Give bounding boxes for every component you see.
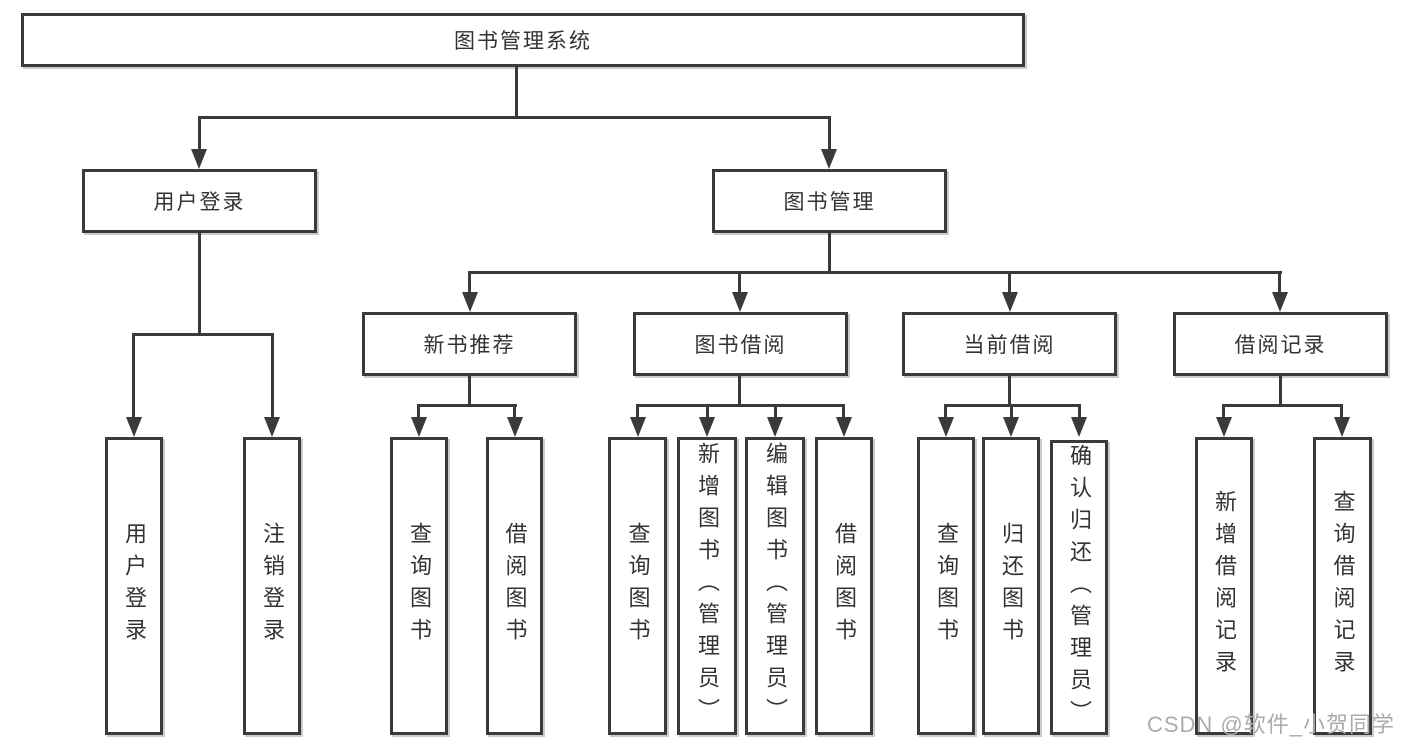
connector-vline: [738, 271, 741, 295]
leaf-confirm-return-admin: 确认归还（管理员）: [1050, 440, 1108, 735]
leaf-query-books-borrowing: 查询图书: [608, 437, 667, 735]
leaf-query-books-recommend: 查询图书: [390, 437, 448, 735]
connector-hline: [133, 333, 274, 336]
node-book-management: 图书管理: [712, 169, 947, 233]
down-arrowhead-icon: [767, 417, 783, 437]
node-new-book-recommend: 新书推荐: [362, 312, 577, 376]
connector-vline: [198, 116, 201, 152]
leaf-query-books-current: 查询图书: [917, 437, 975, 735]
down-arrowhead-icon: [836, 417, 852, 437]
node-label: 新增图书（管理员）: [695, 442, 720, 730]
node-label: 新增借阅记录: [1212, 490, 1237, 682]
connector-hline: [198, 116, 831, 119]
down-arrowhead-icon: [1002, 292, 1018, 312]
down-arrowhead-icon: [1003, 417, 1019, 437]
connector-vline: [515, 67, 518, 118]
connector-vline: [271, 333, 274, 421]
connector-vline: [1222, 404, 1225, 421]
down-arrowhead-icon: [126, 417, 142, 437]
node-label: 查询图书: [407, 522, 432, 650]
node-label: 查询图书: [934, 522, 959, 650]
node-label: 用户登录: [153, 191, 246, 214]
leaf-query-borrow-record: 查询借阅记录: [1313, 437, 1372, 735]
csdn-watermark: CSDN @软件_小贺同学: [1146, 712, 1395, 737]
leaf-borrow-books-recommend: 借阅图书: [486, 437, 543, 735]
connector-vline: [1008, 376, 1011, 406]
down-arrowhead-icon: [1216, 417, 1232, 437]
down-arrowhead-icon: [630, 417, 646, 437]
node-label: 新书推荐: [423, 334, 516, 357]
node-label: 图书管理: [783, 191, 876, 214]
node-label: 归还图书: [999, 522, 1024, 650]
leaf-borrow-books: 借阅图书: [815, 437, 873, 735]
connector-vline: [1340, 404, 1343, 421]
connector-vline: [828, 233, 831, 273]
connector-vline: [706, 404, 709, 421]
down-arrowhead-icon: [411, 417, 427, 437]
connector-hline: [1222, 404, 1343, 407]
down-arrowhead-icon: [1334, 417, 1350, 437]
node-label: 编辑图书（管理员）: [763, 442, 788, 730]
node-book-borrowing: 图书借阅: [633, 312, 848, 376]
node-label: 确认归还（管理员）: [1067, 443, 1092, 732]
leaf-user-login: 用户登录: [105, 437, 163, 735]
connector-vline: [468, 271, 471, 295]
connector-hline: [636, 404, 845, 407]
leaf-add-borrow-record: 新增借阅记录: [1195, 437, 1253, 735]
down-arrowhead-icon: [1071, 417, 1087, 437]
connector-vline: [468, 376, 471, 406]
connector-hline: [417, 404, 517, 407]
connector-vline: [1078, 404, 1081, 421]
down-arrowhead-icon: [699, 417, 715, 437]
leaf-return-books: 归还图书: [982, 437, 1040, 735]
node-current-borrowing: 当前借阅: [902, 312, 1117, 376]
node-label: 查询图书: [625, 522, 651, 650]
connector-vline: [774, 404, 777, 421]
node-label: 注销登录: [260, 522, 285, 650]
down-arrowhead-icon: [1272, 292, 1288, 312]
down-arrowhead-icon: [191, 149, 207, 169]
down-arrowhead-icon: [732, 292, 748, 312]
connector-vline: [1279, 376, 1282, 406]
connector-vline: [1010, 404, 1013, 421]
connector-vline: [513, 404, 516, 421]
node-borrowing-records: 借阅记录: [1173, 312, 1388, 376]
leaf-edit-books-admin: 编辑图书（管理员）: [745, 437, 805, 735]
node-label: 当前借阅: [963, 334, 1056, 357]
down-arrowhead-icon: [507, 417, 523, 437]
node-label: 查询借阅记录: [1330, 490, 1356, 682]
node-library-management-system: 图书管理系统: [21, 13, 1025, 67]
connector-vline: [1278, 271, 1281, 295]
node-label: 用户登录: [122, 522, 147, 650]
down-arrowhead-icon: [821, 149, 837, 169]
connector-vline: [842, 404, 845, 421]
connector-vline: [738, 376, 741, 406]
leaf-add-books-admin: 新增图书（管理员）: [677, 437, 737, 735]
connector-vline: [417, 404, 420, 421]
node-label: 图书借阅: [694, 334, 787, 357]
node-label: 借阅记录: [1234, 334, 1327, 357]
connector-vline: [944, 404, 947, 421]
node-label: 借阅图书: [832, 522, 857, 650]
connector-vline: [636, 404, 639, 421]
connector-vline: [198, 233, 201, 335]
connector-vline: [828, 116, 831, 152]
connector-hline: [468, 271, 1282, 274]
node-label: 图书管理系统: [454, 30, 592, 53]
down-arrowhead-icon: [462, 292, 478, 312]
node-user-login: 用户登录: [82, 169, 317, 233]
connector-vline: [132, 333, 135, 421]
down-arrowhead-icon: [938, 417, 954, 437]
leaf-logout: 注销登录: [243, 437, 301, 735]
connector-vline: [1008, 271, 1011, 295]
node-label: 借阅图书: [502, 522, 528, 650]
down-arrowhead-icon: [264, 417, 280, 437]
